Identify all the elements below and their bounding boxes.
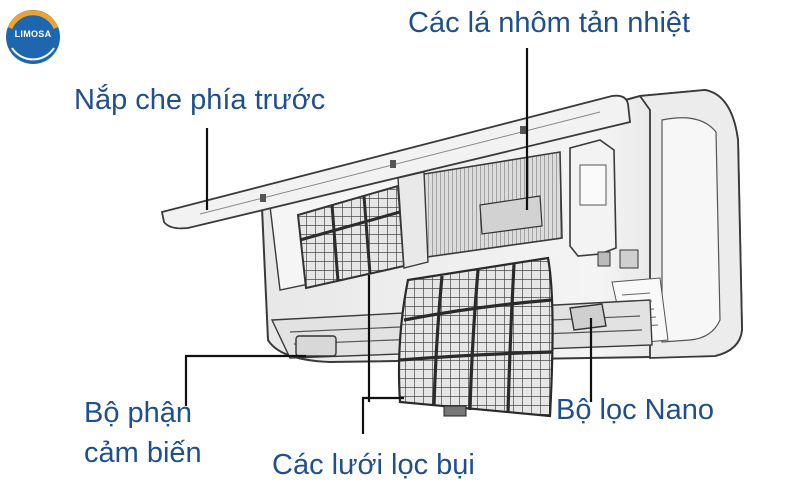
label-sensor-line2: cảm biến [84, 437, 202, 469]
label-sensor: Bộ phận cảm biến [84, 393, 202, 473]
leader-sensor [184, 354, 306, 406]
sensor-component [295, 335, 337, 357]
dust-filter-front [397, 256, 554, 418]
logo-wordmark: LIMOSA [14, 29, 52, 39]
label-front-cover: Nắp che phía trước [74, 84, 326, 116]
label-heat-fins: Các lá nhôm tản nhiệt [408, 7, 691, 39]
nano-filter-component [569, 303, 607, 331]
leader-dust-filters [361, 396, 404, 434]
limosa-logo [6, 10, 60, 64]
leader-lines [184, 48, 593, 434]
label-dust-filters: Các lưới lọc bụi [272, 449, 475, 481]
label-nano-filter: Bộ lọc Nano [556, 394, 714, 426]
label-sensor-line1: Bộ phận [84, 397, 193, 429]
